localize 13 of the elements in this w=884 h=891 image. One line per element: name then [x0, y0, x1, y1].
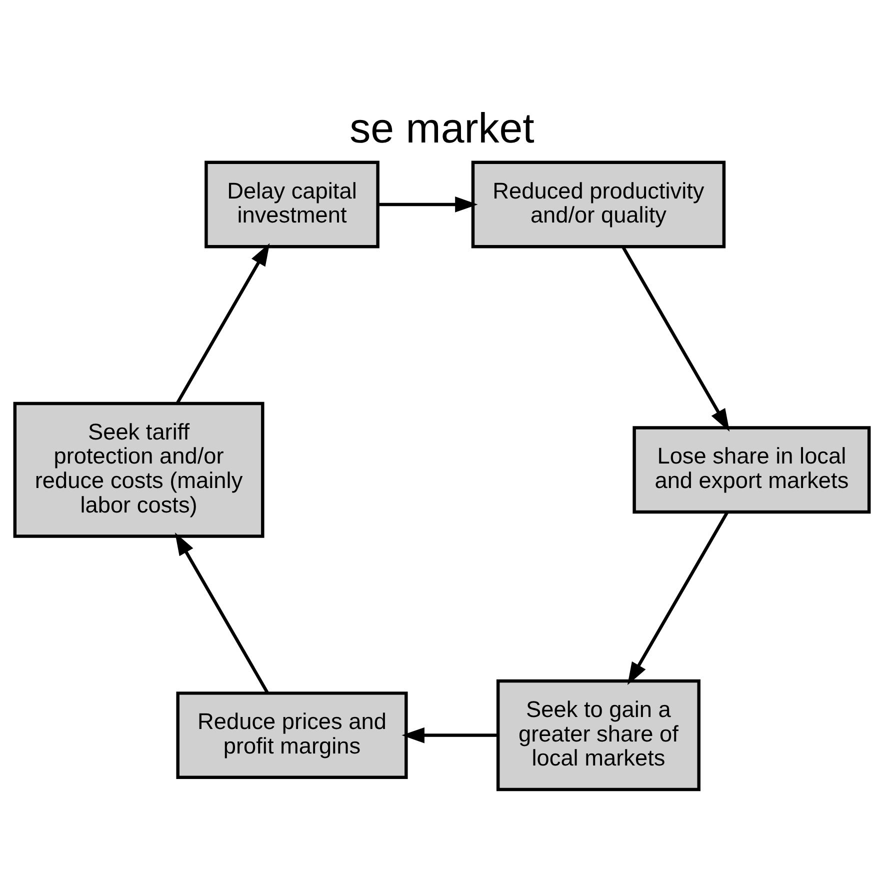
node-box: Seek to gain a greater share of local markets [496, 678, 700, 791]
arrow [402, 726, 498, 743]
arrow [622, 246, 730, 432]
node-box: Reduced productivity and/or quality [471, 160, 726, 248]
arrow [176, 242, 270, 404]
node-box: Delay capital investment [204, 160, 380, 248]
arrow [627, 511, 728, 685]
node-box: Seek tariff protection and/or reduce costs (mainly labor costs) [13, 401, 264, 538]
diagram-title: se market [350, 104, 534, 152]
node-box: Reduce prices and profit margins [176, 691, 408, 778]
node-box: Lose share in local and export markets [632, 426, 871, 514]
arrow [174, 532, 269, 693]
arrow [378, 196, 478, 212]
